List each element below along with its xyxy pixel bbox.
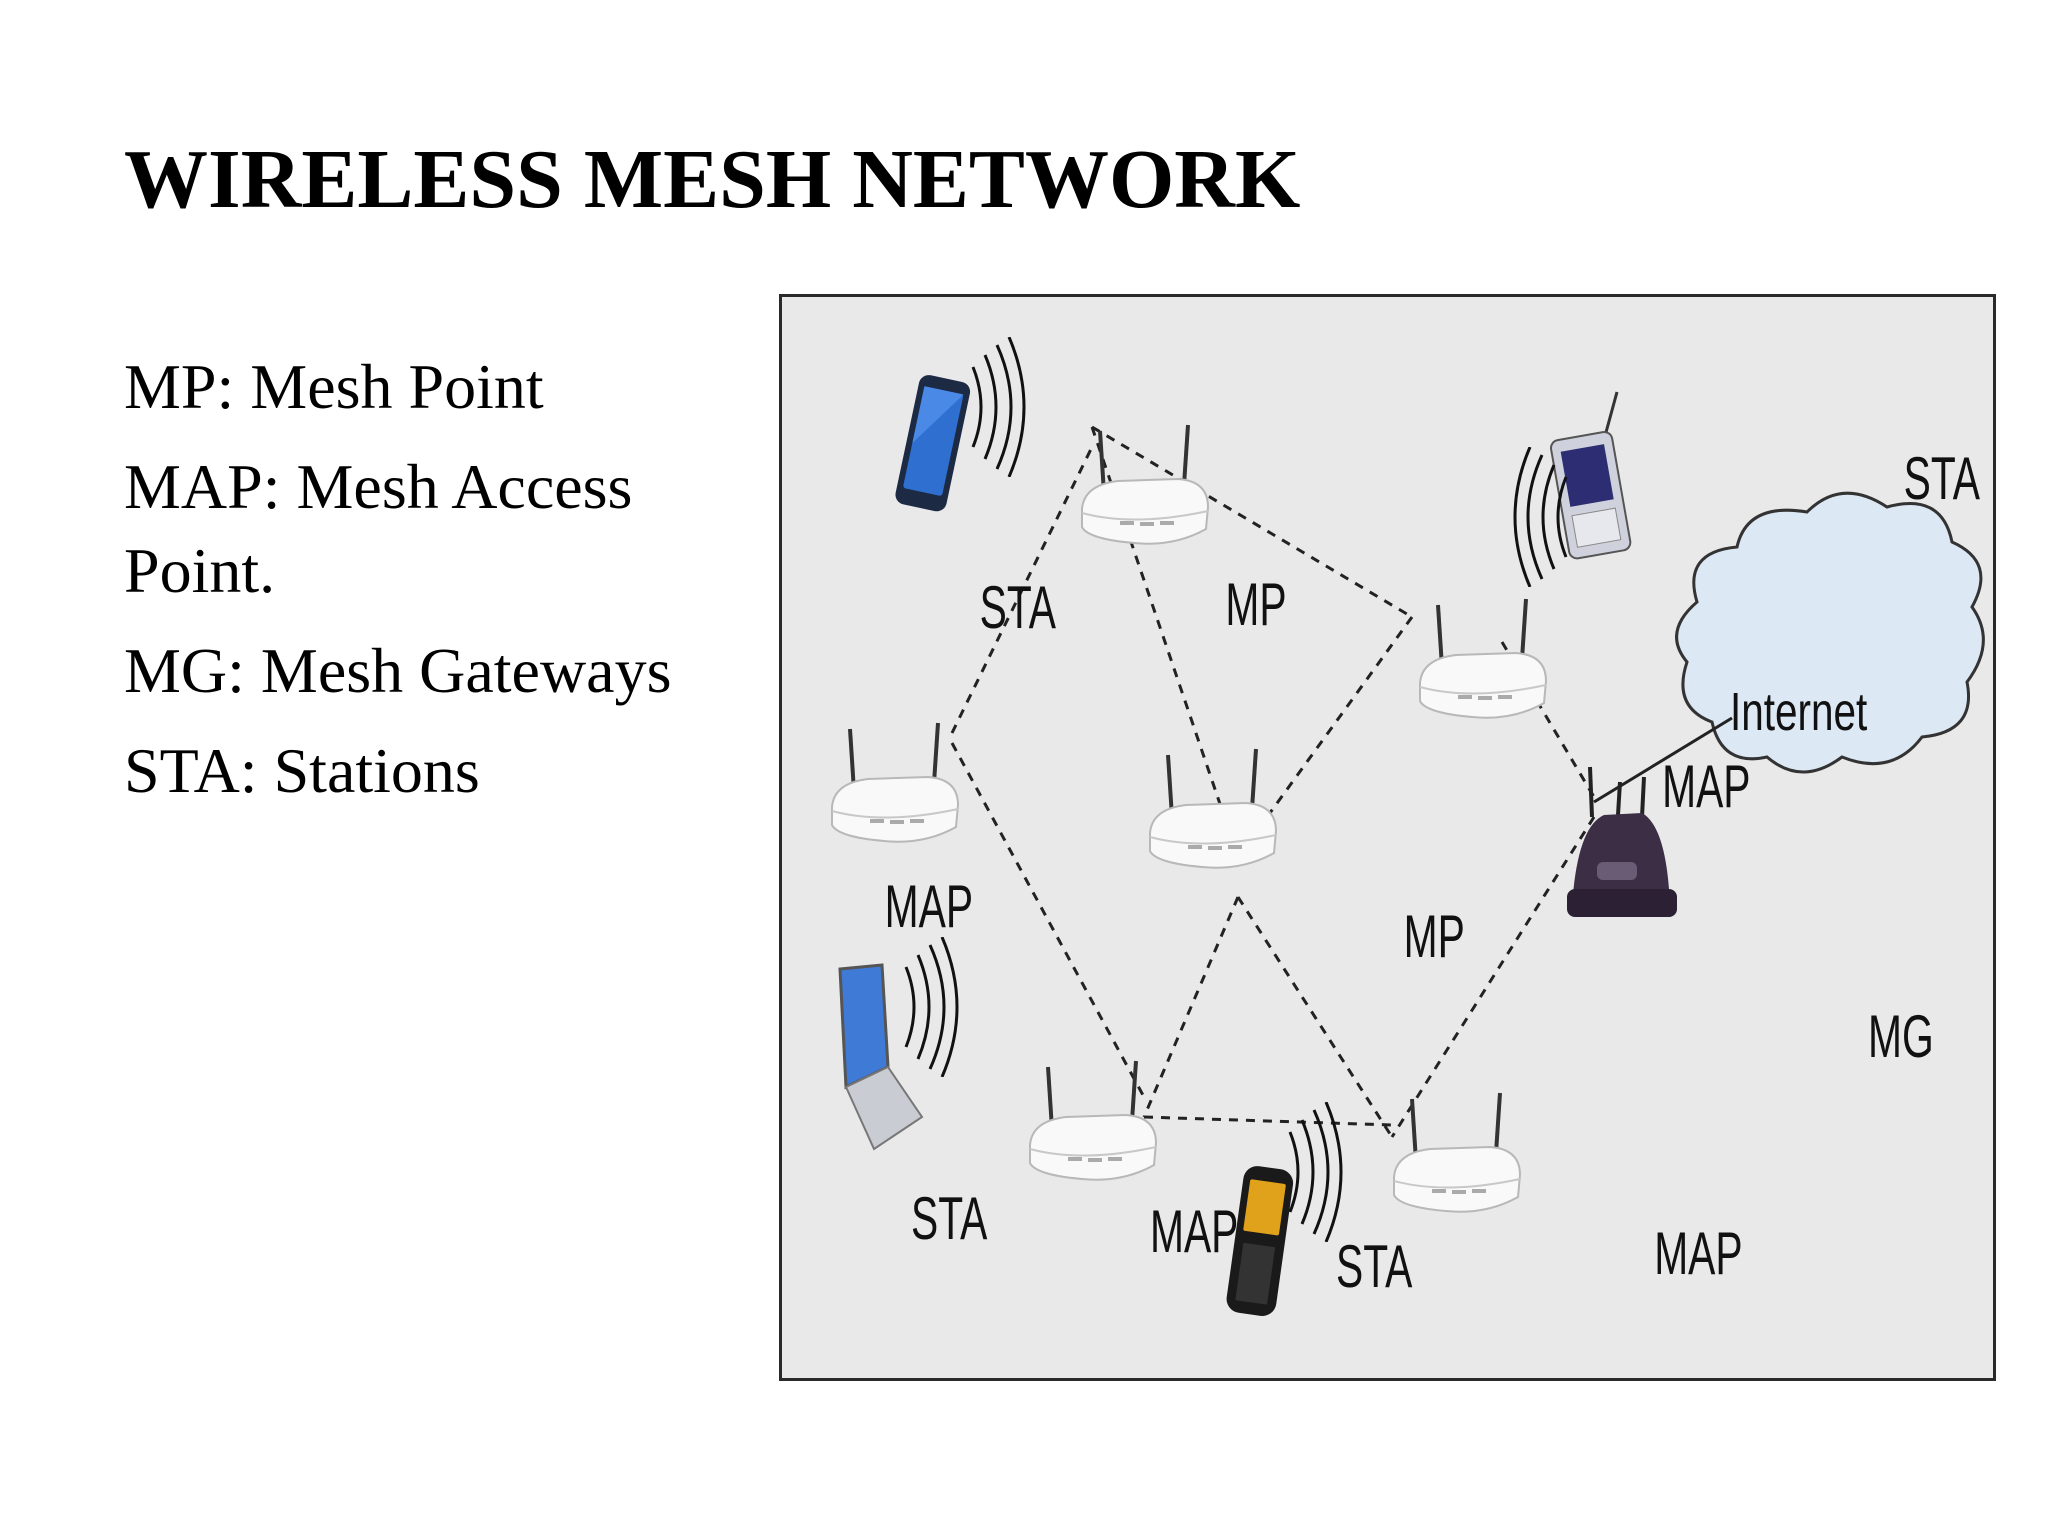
link-map-left-to-map-bottom-left bbox=[950, 742, 1146, 1098]
map-bottom-right-router-icon bbox=[1392, 1091, 1522, 1214]
mp-center-label: MP bbox=[1404, 903, 1465, 970]
smartphone-bottom-icon bbox=[1226, 1102, 1343, 1317]
map-bottom-right-label: MAP bbox=[1654, 1220, 1742, 1287]
internet-label: Internet bbox=[1730, 682, 1867, 742]
link-mp-center-to-map-bottom-right bbox=[1236, 896, 1394, 1138]
sta-top-right-label: STA bbox=[1904, 445, 1981, 512]
mesh-links bbox=[950, 425, 1596, 1138]
link-mg-to-map-bottom-right bbox=[1390, 816, 1596, 1138]
link-map-bottom-left-to-map-bottom-right bbox=[1143, 1115, 1393, 1127]
map-left-router-icon bbox=[830, 721, 960, 844]
mesh-gateway-icon bbox=[1567, 766, 1677, 917]
slide-title: WIRELESS MESH NETWORK bbox=[124, 133, 1301, 226]
legend-item-sta: STA: Stations bbox=[124, 735, 480, 806]
map-bottom-left-router-icon bbox=[1028, 1059, 1158, 1182]
smartphone-top-left-icon bbox=[895, 337, 1026, 512]
sta-top-left-label: STA bbox=[980, 574, 1057, 641]
mp-top-label: MP bbox=[1225, 571, 1286, 638]
legend-item-mp: MP: Mesh Point bbox=[124, 351, 544, 422]
abbreviation-legend: MP: Mesh Point MAP: Mesh Access Point. M… bbox=[124, 345, 724, 829]
map-right-router-icon bbox=[1418, 597, 1548, 720]
mesh-point-top-router-icon bbox=[1080, 423, 1210, 546]
map-right-label: MAP bbox=[1662, 753, 1750, 820]
internet-cloud: Internet bbox=[1593, 491, 1985, 804]
link-map-right-to-mg bbox=[1500, 641, 1596, 798]
legend-item-mg: MG: Mesh Gateways bbox=[124, 635, 672, 706]
mesh-point-center-router-icon bbox=[1148, 747, 1278, 870]
link-map-left-to-mp-top bbox=[950, 446, 1094, 734]
mg-label: MG bbox=[1868, 1003, 1934, 1070]
link-mp-center-to-map-bottom-left bbox=[1142, 896, 1240, 1118]
mesh-network-diagram: Internet MG MP MAP MAP MP MAP MAP STA bbox=[779, 294, 1996, 1381]
mesh-network-svg: Internet MG MP MAP MAP MP MAP MAP STA bbox=[830, 337, 1985, 1317]
map-left-label: MAP bbox=[885, 873, 973, 940]
sta-laptop-label: STA bbox=[911, 1185, 988, 1252]
laptop-icon bbox=[838, 937, 959, 1151]
legend-item-map: MAP: Mesh Access Point. bbox=[124, 451, 633, 606]
link-mp-top-to-map-right bbox=[1091, 425, 1413, 619]
map-bottom-left-label: MAP bbox=[1150, 1198, 1238, 1265]
pda-top-right-icon bbox=[1513, 391, 1632, 587]
sta-bottom-label: STA bbox=[1336, 1233, 1413, 1300]
